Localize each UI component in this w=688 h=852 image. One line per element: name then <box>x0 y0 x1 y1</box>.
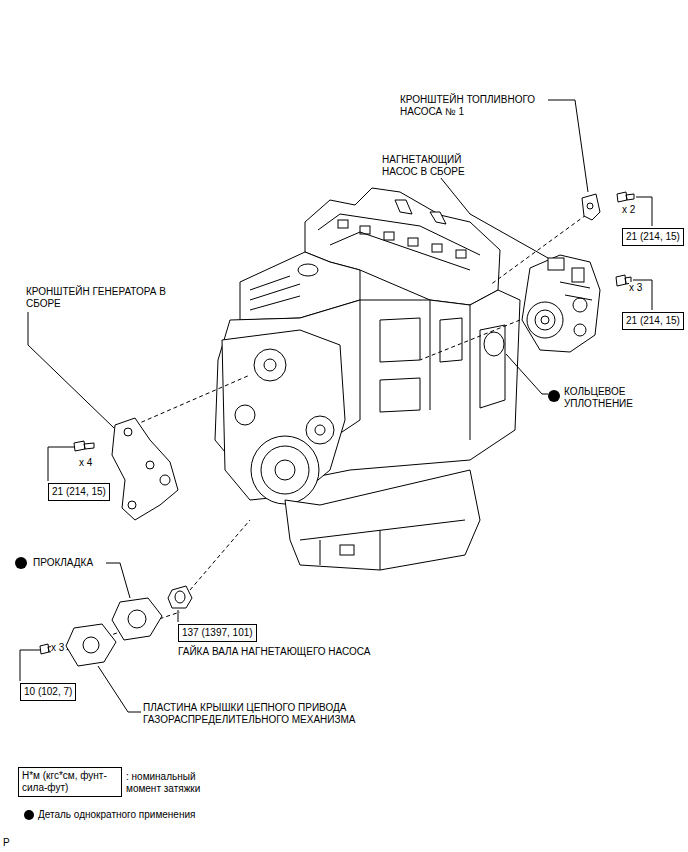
part-name: ПРОКЛАДКА <box>33 557 93 569</box>
legend-unit-box: Н*м (кгс*см, фунт-сила-фут) <box>18 767 122 797</box>
engine-drawing <box>215 188 520 570</box>
alternator-bracket <box>112 418 178 520</box>
torque-box: 21 (214, 15) <box>622 312 684 330</box>
torque-box: 21 (214, 15) <box>622 228 684 246</box>
leader-line <box>20 100 652 712</box>
torque-value: 21 (214, 15) <box>626 315 680 327</box>
quantity-label: x 3 <box>51 642 64 654</box>
torque-value: Н*м (кгс*см, фунт-сила-фут) <box>22 770 118 794</box>
shaft-nut <box>168 586 192 608</box>
part-name: КОЛЬЦЕВОЕ УПЛОТНЕНИЕ <box>564 386 654 410</box>
part-name: КРОНШТЕЙН ТОПЛИВНОГО НАСОСА № 1 <box>400 94 546 118</box>
part-name: ГАЙКА ВАЛА НАГНЕТАЮЩЕГО НАСОСА <box>178 646 378 658</box>
pump-bracket <box>582 194 600 220</box>
torque-value: 137 (1397, 101) <box>182 627 253 639</box>
o-ring <box>484 332 504 356</box>
torque-box: 137 (1397, 101) <box>178 624 257 642</box>
cover-plate <box>66 624 116 666</box>
part-name: КРОНШТЕЙН ГЕНЕРАТОРА В СБОРЕ <box>26 286 176 310</box>
torque-value: 21 (214, 15) <box>626 231 680 243</box>
torque-value: 21 (214, 15) <box>52 486 106 498</box>
single-use-mark <box>15 557 27 569</box>
part-name: ПЛАСТИНА КРЫШКИ ЦЕПНОГО ПРИВОДА ГАЗОРАСП… <box>143 702 413 726</box>
legend-text: Деталь однократного применения <box>38 809 298 821</box>
torque-value: 10 (102, 7) <box>24 686 72 698</box>
legend-text: : номинальный момент затяжки <box>126 771 222 795</box>
assembly-line <box>60 215 586 652</box>
legend-swatch <box>24 810 34 820</box>
single-use-mark <box>548 390 560 402</box>
torque-box: 10 (102, 7) <box>20 683 76 701</box>
quantity-label: x 4 <box>79 457 92 469</box>
part-name: НАГНЕТАЮЩИЙ НАСОС В СБОРЕ <box>382 154 492 178</box>
quantity-label: x 2 <box>622 204 635 216</box>
supply-pump <box>522 255 600 352</box>
gasket <box>112 598 162 640</box>
quantity-label: x 3 <box>629 282 642 294</box>
part-name: P <box>3 837 10 849</box>
torque-box: 21 (214, 15) <box>48 483 110 501</box>
